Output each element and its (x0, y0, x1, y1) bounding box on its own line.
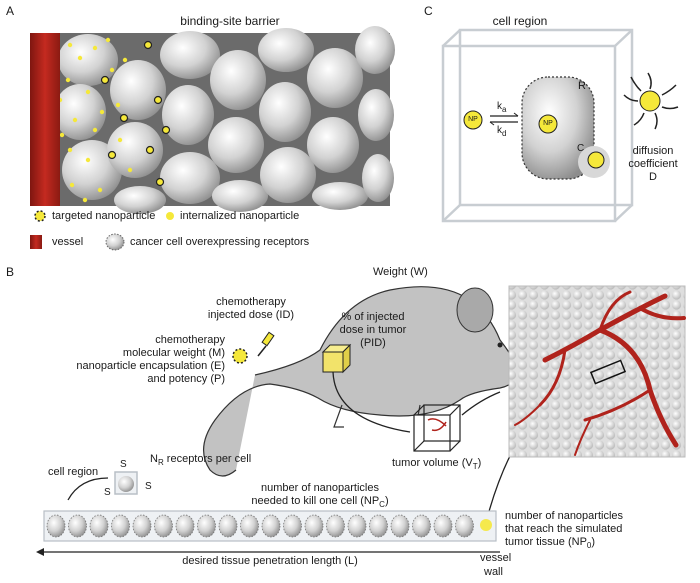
panel-letter-a: A (6, 4, 15, 18)
cell-row-cell (283, 514, 302, 538)
cell-row-cell (390, 514, 410, 538)
pid-line3: (PID) (360, 337, 386, 349)
chemo-m-line4: and potency (P) (147, 373, 225, 385)
panel-c-box (441, 28, 634, 223)
np0-line3: tumor tissue (NP0) (505, 536, 596, 551)
legend-cancer-cell: cancer cell overexpressing receptors (130, 236, 310, 248)
label-C: C (577, 143, 585, 154)
panel-letter-b: B (6, 265, 15, 279)
cell-row-cell (68, 514, 87, 538)
legend-targeted-np: targeted nanoparticle (52, 210, 156, 222)
label-R: R (578, 80, 586, 92)
cell-row-cell (132, 514, 152, 538)
cell-row-cell (197, 514, 216, 538)
vessel-strip (30, 33, 60, 206)
np0-line1: number of nanoparticles (505, 510, 624, 522)
length-label: desired tissue penetration length (L) (182, 555, 358, 567)
tumor-cube (321, 343, 352, 374)
legend-vessel: vessel (52, 236, 84, 248)
cell-region-mini (114, 471, 138, 495)
legend-a-glyphs (30, 210, 174, 251)
diffusion-line3: D (649, 171, 657, 183)
cell-row-cells (46, 514, 474, 538)
chemo-id-line1: chemotherapy (216, 296, 286, 308)
panel-c-cell (463, 72, 679, 180)
cell-row-cell (111, 514, 130, 538)
np-glyph (232, 348, 248, 364)
diffusion-line2: coefficient (628, 158, 678, 170)
pid-line1: % of injected (341, 311, 405, 323)
internalized-particles (57, 37, 133, 203)
diffusion-line1: diffusion (632, 145, 674, 157)
receptors-label: NR receptors per cell (150, 453, 252, 468)
cell-row-cell (326, 514, 345, 538)
chemo-m-line2: molecular weight (M) (122, 347, 225, 359)
vessel-wall-line2: wall (484, 566, 503, 578)
cell-row-cell (218, 514, 238, 538)
cell-row-cell (154, 514, 173, 538)
cell-row-cell (46, 514, 66, 538)
vessel-wall-line1: vessel (480, 552, 512, 564)
chemo-id-line2: injected dose (ID) (207, 309, 295, 321)
np-label-free: NP (468, 116, 478, 123)
cell-row-cell (433, 514, 453, 538)
cell-row-cell (412, 514, 431, 538)
legend-internalized-np: internalized nanoparticle (180, 210, 300, 222)
chemo-m-line3: nanoparticle encapsulation (E) (76, 360, 225, 372)
syringe (257, 331, 275, 357)
tumor-volume-cube (413, 404, 461, 452)
rate-kd: kd (497, 125, 507, 138)
cell-row-cell (369, 514, 388, 538)
weight-label: Weight (W) (373, 266, 428, 278)
cell-row-cell (455, 514, 474, 538)
panel-a-title: binding-site barrier (180, 14, 280, 28)
panel-a-tissue (30, 26, 395, 214)
side-s-top: S (120, 459, 127, 470)
npc-line1: number of nanoparticles (260, 482, 379, 494)
cell-region-label: cell region (48, 466, 99, 478)
chemo-m-line1: chemotherapy (155, 334, 225, 346)
pid-line2: dose in tumor (339, 324, 407, 336)
npc-line2: needed to kill one cell (NPC) (251, 495, 389, 510)
cell-row-cell (240, 514, 259, 538)
panel-c-title: cell region (492, 14, 548, 28)
np0-line2: that reach the simulated (505, 523, 623, 535)
tumor-tissue (508, 285, 686, 458)
cell-row-cell (304, 514, 324, 538)
cell-row-cell (347, 514, 367, 538)
tumor-volume-label: tumor volume (VT) (392, 457, 482, 472)
cell-cluster (54, 26, 395, 214)
targeted-particles (100, 40, 171, 187)
panel-letter-c: C (424, 4, 433, 18)
side-s-right: S (145, 481, 152, 492)
np-label-bound: NP (543, 120, 553, 127)
mouse (203, 286, 521, 477)
cell-row-cell (175, 514, 195, 538)
side-s-left: S (104, 487, 111, 498)
cell-row-cell (89, 514, 109, 538)
cell-row-cell (261, 514, 281, 538)
rate-ka: ka (497, 101, 507, 114)
